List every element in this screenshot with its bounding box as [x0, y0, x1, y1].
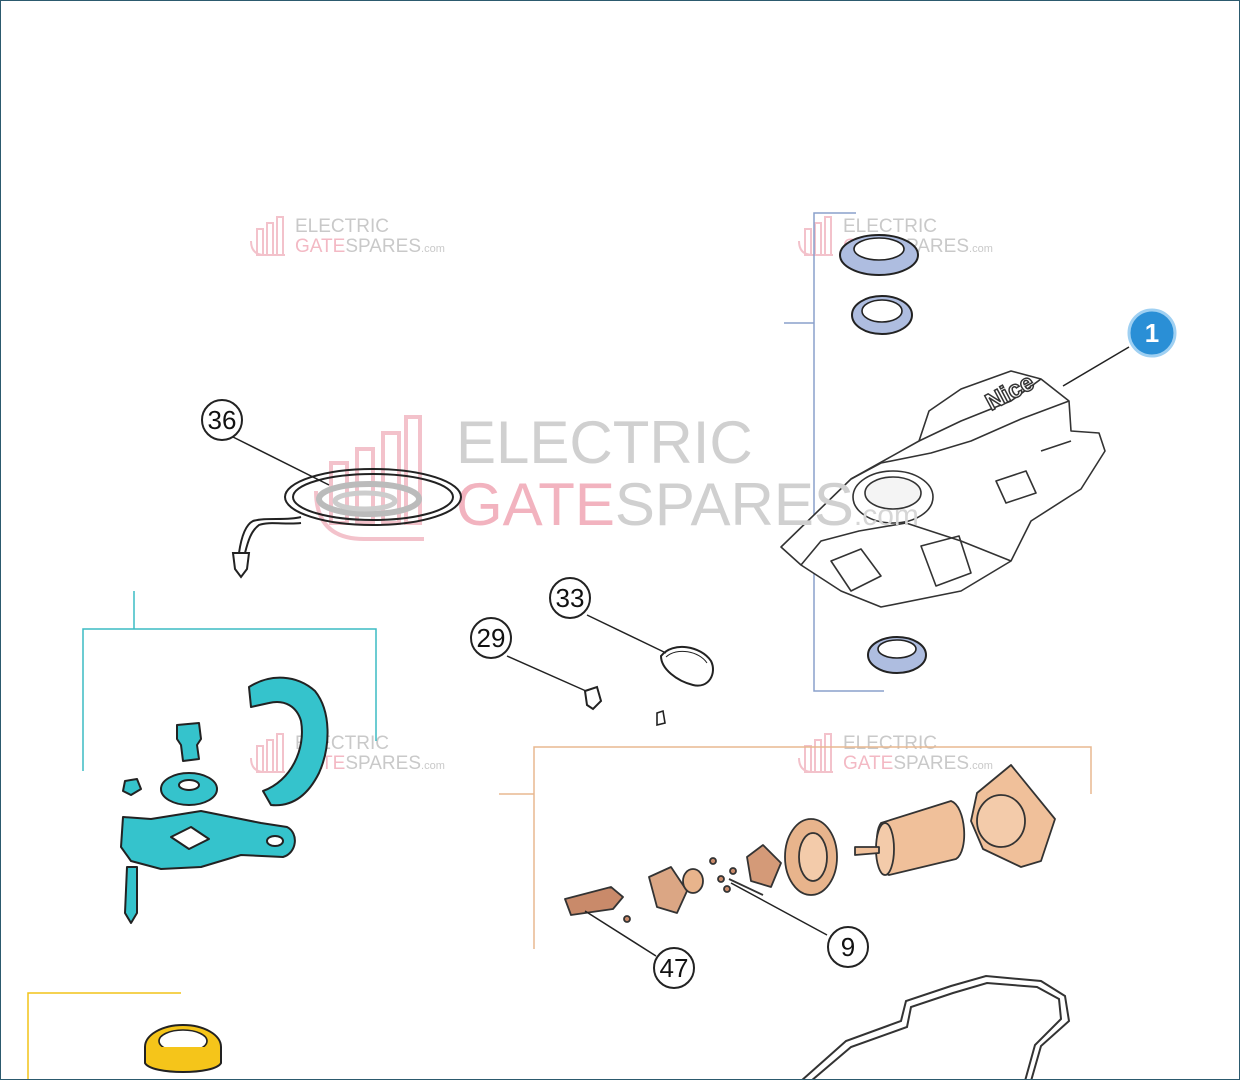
watermark-big-line2b: SPARES [615, 471, 854, 538]
seal-ring-top [839, 234, 919, 276]
group-bracket-cyan [82, 591, 377, 771]
svg-text:GATESPARES.com: GATESPARES.com [456, 471, 919, 538]
seal-ring-middle [851, 295, 913, 335]
group-bracket-yellow [27, 992, 181, 1079]
watermark-logo-icon [250, 733, 285, 773]
watermark-big-line1: ELECTRIC [456, 409, 753, 476]
watermark-top-right: ELECTRIC GATESPARES.com [798, 216, 993, 257]
watermark-logo-icon [798, 216, 833, 256]
small-screw-part [656, 709, 666, 727]
watermark-mid-left: ELECTRIC GATESPARES.com [250, 733, 445, 774]
group-bracket-orange [499, 746, 1092, 949]
group-bracket-blue [784, 212, 884, 692]
motor-gearbox-assembly [564, 764, 1056, 923]
watermark-line1: ELECTRIC [295, 216, 389, 237]
leader-line-47 [584, 910, 657, 957]
watermark-top-left: ELECTRIC GATESPARES.com [250, 216, 445, 257]
watermark-suffix: .com [421, 243, 445, 255]
callout-33-label: 33 [556, 583, 585, 613]
callout-1: 1 [1127, 308, 1177, 358]
callout-36-label: 36 [208, 405, 237, 435]
leader-line-36 [232, 436, 330, 486]
cover-plate-part [659, 645, 714, 687]
watermark-line2b: SPARES [893, 753, 969, 774]
watermark-suffix: .com [421, 760, 445, 772]
leader-line-9 [730, 882, 828, 936]
leader-lines [232, 346, 1130, 957]
seal-ring-bottom [867, 636, 927, 674]
watermark-suffix: .com [969, 760, 993, 772]
watermark-center: ELECTRIC GATESPARES.com [314, 409, 919, 541]
screw-part [583, 685, 603, 711]
watermark-line2b: SPARES [345, 236, 421, 257]
watermark-big-suffix: .com [854, 499, 919, 532]
callout-1-label: 1 [1145, 318, 1159, 348]
callout-47: 47 [653, 947, 695, 989]
leader-line-33 [586, 614, 667, 654]
watermark-line2a: GATE [295, 236, 345, 257]
svg-text:GATESPARES.com: GATESPARES.com [295, 236, 445, 257]
callout-9: 9 [827, 926, 869, 968]
watermark-line1: ELECTRIC [843, 733, 937, 754]
leader-line-29 [506, 655, 587, 692]
leader-line-1 [1062, 346, 1130, 387]
power-cable-coil [231, 468, 462, 579]
watermark-line2a: GATE [843, 753, 893, 774]
oil-seal-yellow [144, 1024, 222, 1073]
motor-housing-cover [780, 370, 1106, 608]
watermark-logo-icon [798, 733, 833, 773]
callout-29: 29 [470, 617, 512, 659]
callout-36: 36 [201, 399, 243, 441]
callout-29-label: 29 [477, 623, 506, 653]
watermark-line1: ELECTRIC [843, 216, 937, 237]
watermark-line2b: SPARES [345, 753, 421, 774]
callout-9-label: 9 [841, 932, 855, 962]
svg-text:GATESPARES.com: GATESPARES.com [843, 753, 993, 774]
watermark-suffix: .com [969, 243, 993, 255]
watermark-mid-right: ELECTRIC GATESPARES.com [798, 733, 993, 774]
callout-47-label: 47 [660, 953, 689, 983]
release-lever-assembly [120, 676, 329, 924]
watermark-big-line2a: GATE [456, 471, 615, 538]
base-gasket [801, 974, 1071, 1079]
callout-33: 33 [549, 577, 591, 619]
watermark-logo-icon [250, 216, 285, 256]
